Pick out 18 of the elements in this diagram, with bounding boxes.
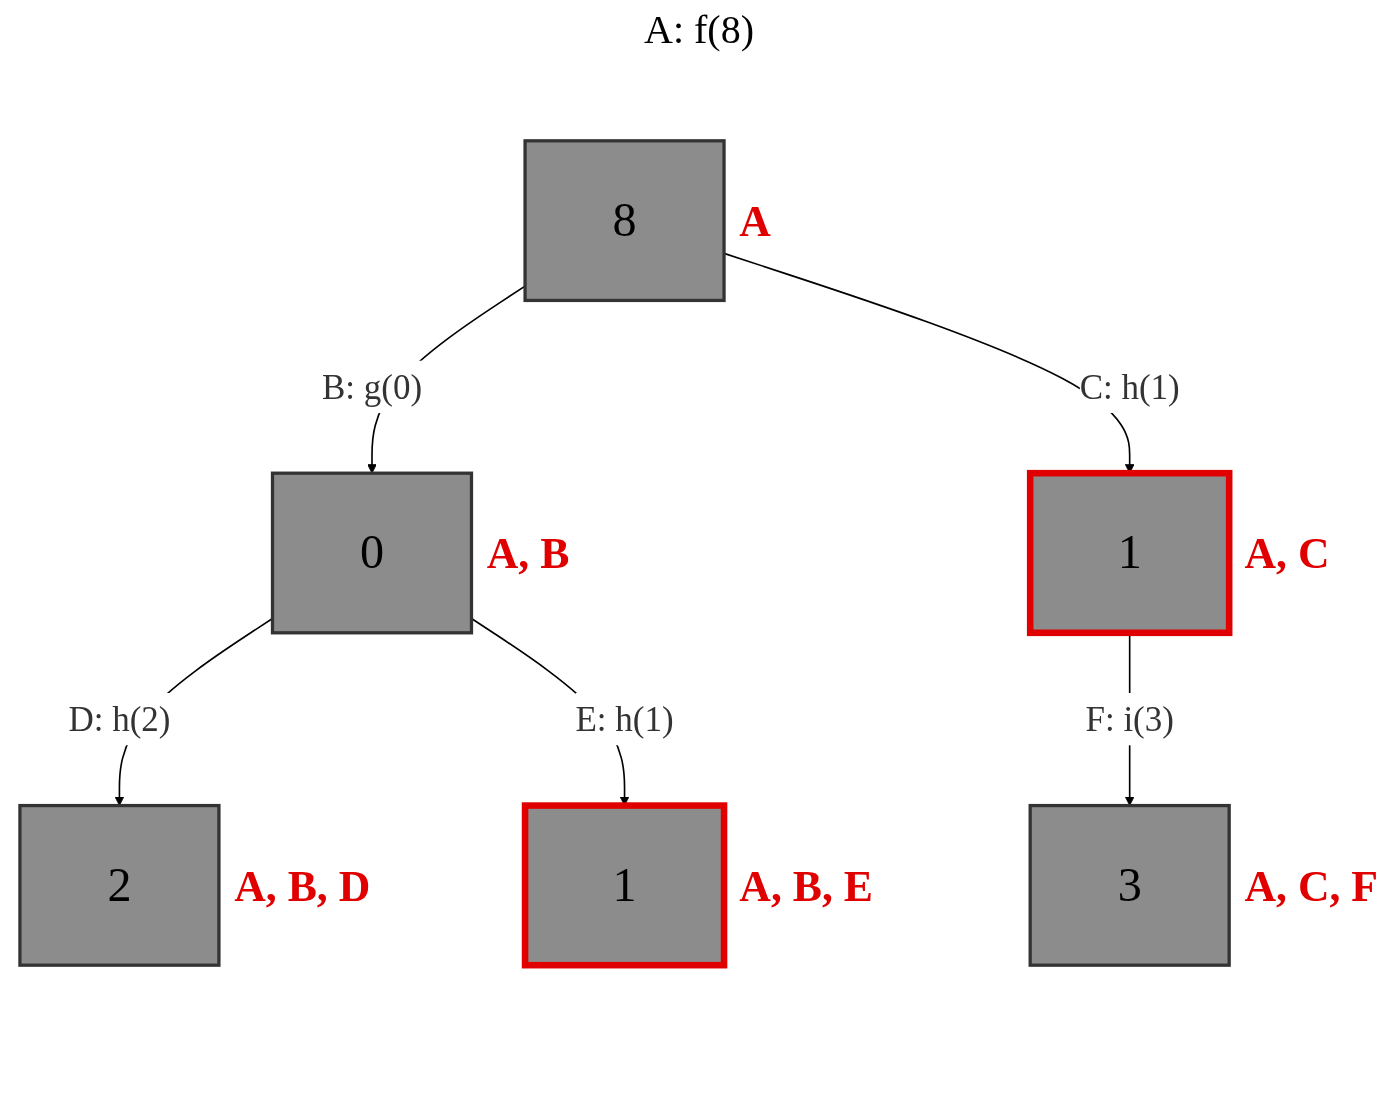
path-label: A, B (486, 529, 570, 578)
node-box: 2 (18, 803, 221, 967)
node-box: 1 (521, 802, 728, 969)
node-box: 3 (1028, 803, 1231, 967)
node-box: 1 (1026, 469, 1233, 637)
path-label: A, C, F (1244, 861, 1379, 910)
path-label: A, C (1244, 529, 1330, 578)
path-label: A, B, E (739, 861, 873, 910)
node-box: 0 (270, 471, 474, 635)
path-label: A (739, 196, 771, 245)
edge-label: B: g(0) (321, 367, 423, 407)
node-box: 8 (523, 139, 726, 303)
edge-label: E: h(1) (575, 699, 674, 739)
edge-label: D: h(2) (68, 699, 171, 739)
call-label: A: f(8) (644, 6, 754, 53)
edge-label: F: i(3) (1085, 699, 1174, 739)
path-label: A, B, D (234, 861, 371, 910)
edge-label: C: h(1) (1079, 367, 1180, 407)
